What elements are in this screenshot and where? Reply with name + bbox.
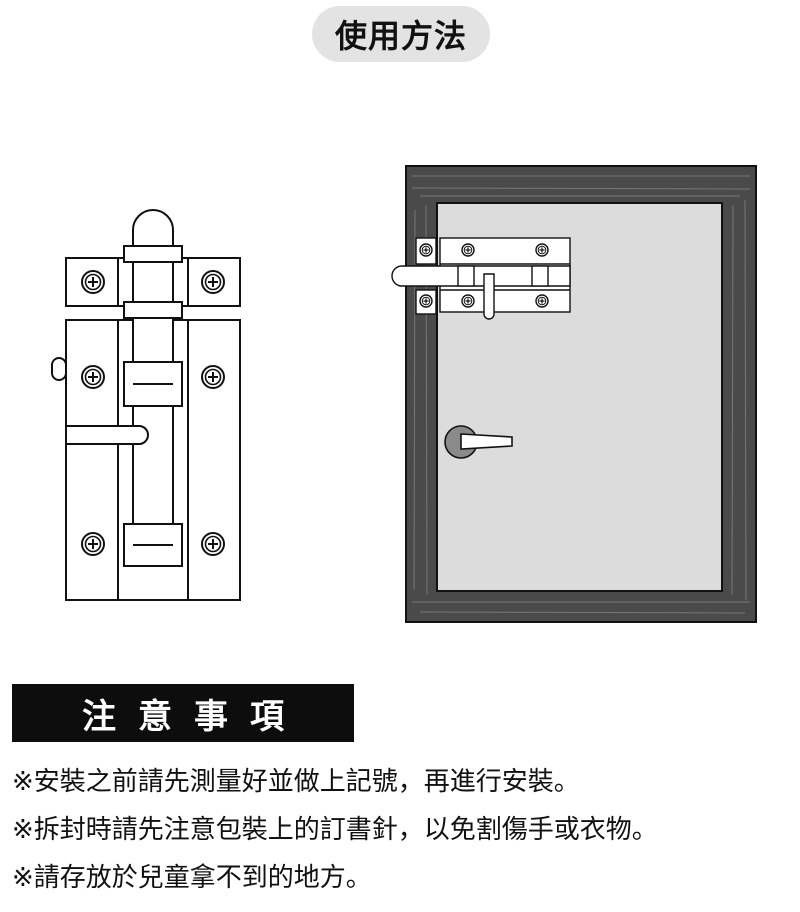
list-item: ※安裝之前請先測量好並做上記號，再進行安裝。 [12, 767, 580, 797]
phillips-screw-icon [201, 365, 225, 389]
door-icon [405, 165, 757, 623]
phillips-screw-icon [535, 243, 549, 257]
phillips-screw-icon [419, 294, 433, 308]
phillips-screw-icon [461, 294, 475, 308]
phillips-screw-icon [81, 365, 105, 389]
phillips-screw-icon [201, 532, 225, 556]
list-item: ※請存放於兒童拿不到的地方。 [12, 863, 372, 893]
phillips-screw-icon [81, 532, 105, 556]
phillips-screw-icon [535, 294, 549, 308]
lever-handle-icon [444, 425, 513, 459]
phillips-screw-icon [81, 270, 105, 294]
list-item: ※拆封時請先注意包裝上的訂書針，以免割傷手或衣物。 [12, 815, 658, 845]
phillips-screw-icon [419, 243, 433, 257]
phillips-screw-icon [461, 243, 475, 257]
usage-diagram [51, 165, 757, 623]
notice-heading: 注意事項 [12, 684, 354, 742]
phillips-screw-icon [201, 270, 225, 294]
page-title: 使用方法 [312, 6, 490, 62]
notice-list: ※安裝之前請先測量好並做上記號，再進行安裝。 ※拆封時請先注意包裝上的訂書針，以… [12, 758, 798, 902]
